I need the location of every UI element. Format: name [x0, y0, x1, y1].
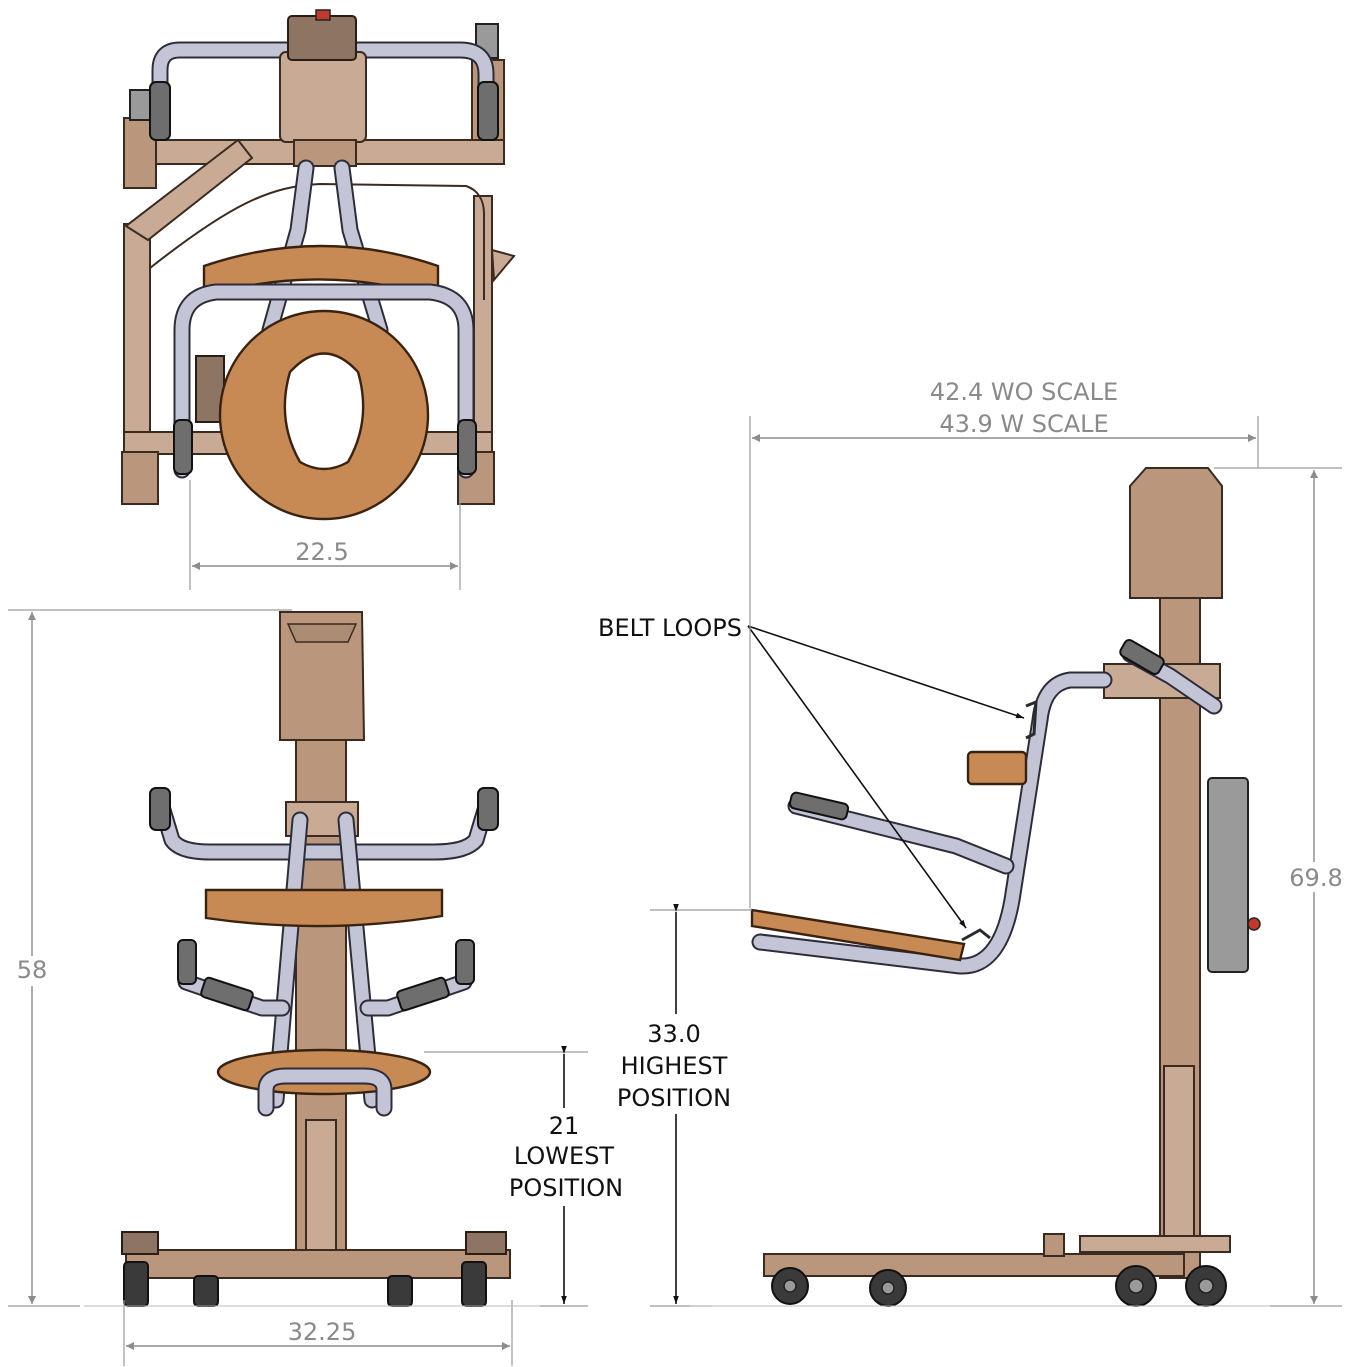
- side-base-mount: [1043, 1233, 1065, 1257]
- front-caster-3: [387, 1275, 413, 1307]
- dimension-label-front-height: 58: [17, 956, 48, 984]
- dimension-side-length: 42.4 WO SCALE 43.9 W SCALE: [749, 378, 1259, 908]
- dimension-label-side-height: 69.8: [1289, 864, 1342, 892]
- dimension-side-height: 69.8: [1214, 467, 1343, 1307]
- front-handle-tube: [153, 793, 495, 859]
- front-side-sleeve-right: [396, 976, 450, 1012]
- dimension-seat-highest: 33.0 HIGHEST POSITION: [617, 904, 752, 1307]
- front-side-sleeve-left: [200, 976, 254, 1012]
- front-actuator-housing: [279, 611, 366, 741]
- dimension-label-seat-highest-line2: HIGHEST: [621, 1052, 728, 1080]
- dimension-base-width: 32.25: [123, 1300, 513, 1366]
- front-caster-1: [123, 1261, 149, 1307]
- top-frame-diagonal: [124, 138, 254, 242]
- top-view: [121, 9, 516, 521]
- top-frame-left-rail: [123, 223, 151, 455]
- front-caster-4: [461, 1261, 487, 1307]
- dimension-label-seat-highest-line3: POSITION: [617, 1084, 731, 1112]
- front-knee-pad: [204, 888, 444, 928]
- dimension-label-seat-highest-value: 33.0: [647, 1020, 700, 1048]
- dimension-label-side-length-line2: 43.9 W SCALE: [939, 410, 1108, 438]
- callout-label-belt-loops: BELT LOOPS: [598, 614, 742, 642]
- front-grip-left: [149, 787, 171, 831]
- front-base-bumper-right: [465, 1231, 507, 1255]
- dimension-label-seat-lowest-line2: LOWEST: [514, 1142, 615, 1170]
- top-emergency-stop: [315, 9, 331, 21]
- top-foot-frame-tube: [175, 285, 473, 477]
- dimension-label-side-length-line1: 42.4 WO SCALE: [930, 378, 1118, 406]
- top-seat-hole: [283, 352, 365, 471]
- side-base-pedal: [1079, 1235, 1231, 1253]
- top-control-box: [287, 15, 357, 61]
- dimension-label-top-width: 22.5: [295, 538, 348, 566]
- top-foot-grip-right: [457, 419, 477, 475]
- front-side-grip-left: [177, 939, 197, 985]
- side-view: [750, 467, 1261, 1307]
- top-caster-left: [121, 451, 159, 505]
- front-grip-right: [477, 787, 499, 831]
- side-handle-grip: [1119, 639, 1165, 675]
- dimension-label-seat-lowest-value: 21: [549, 1112, 580, 1140]
- dimension-seat-lowest: 21 LOWEST POSITION: [424, 1046, 623, 1307]
- side-side-grip: [788, 791, 850, 821]
- front-side-grip-right: [455, 939, 475, 985]
- front-caster-2: [193, 1275, 219, 1307]
- dimension-front-height: 58: [8, 609, 292, 1307]
- side-base: [763, 1253, 1185, 1277]
- dimension-label-base-width: 32.25: [288, 1318, 357, 1346]
- front-base-bumper-left: [121, 1231, 159, 1255]
- side-knee-pad: [966, 750, 1028, 786]
- side-emergency-stop: [1247, 917, 1261, 931]
- top-post-cap-left: [129, 89, 151, 121]
- side-mast-lower: [1163, 1065, 1195, 1247]
- front-base: [125, 1249, 511, 1279]
- callout-belt-loops: BELT LOOPS: [598, 614, 1025, 929]
- front-seat-handle: [259, 1069, 391, 1115]
- front-mast-lower: [305, 1119, 337, 1251]
- top-grip-right: [477, 81, 499, 141]
- top-frame-tab: [490, 248, 516, 283]
- top-mast-housing: [279, 51, 367, 143]
- dimension-label-seat-lowest-line3: POSITION: [509, 1174, 623, 1202]
- side-lift-arm: [753, 673, 1111, 973]
- top-grip-left: [149, 81, 171, 141]
- belt-loop-upper: [1025, 699, 1038, 740]
- side-seat-pad: [750, 908, 966, 962]
- belt-loop-lower: [961, 928, 991, 942]
- front-actuator-top: [286, 623, 358, 643]
- dimension-top-width: 22.5: [189, 480, 461, 590]
- top-foot-grip-left: [173, 419, 193, 475]
- side-side-arm: [789, 799, 1013, 873]
- front-view: [121, 611, 511, 1307]
- side-actuator-housing: [1129, 467, 1223, 599]
- side-control-box: [1207, 777, 1249, 973]
